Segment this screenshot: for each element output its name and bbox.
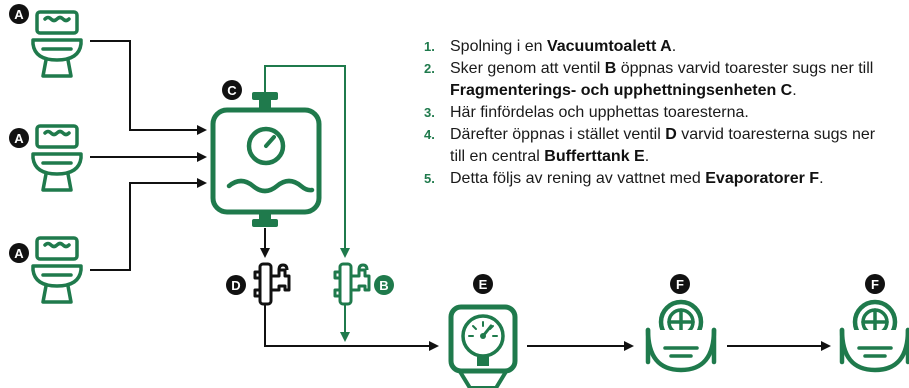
step-text: . [792, 82, 797, 99]
label-a-1: A [9, 4, 29, 24]
step-number: 2. [424, 61, 435, 76]
step-text: öppnas varvid toarester sugs ner till [616, 60, 874, 77]
step-4: 4. Därefter öppnas i stället ventil D var… [418, 124, 909, 168]
evaporator-icon [839, 299, 909, 373]
buffer-tank-gauge-icon [448, 304, 518, 388]
step-2: 2. Sker genom att ventil B öppnas varvid … [418, 58, 909, 102]
step-bold: Fragmenterings- och upphettningsenheten … [450, 82, 793, 99]
label-a-text: A [14, 7, 24, 22]
label-c: C [222, 80, 242, 100]
valve-icon [333, 262, 371, 306]
flow-lines [90, 40, 831, 351]
process-steps-list: 1. Spolning i en Vacuumtoalett A. 2. Sker … [418, 36, 909, 190]
label-a-3: A [9, 243, 29, 263]
label-a-text: A [14, 131, 24, 146]
label-f-text: F [676, 277, 684, 292]
step-bold: B [604, 60, 617, 77]
vacuum-toilet-icon [31, 10, 83, 78]
evaporator-1 [645, 299, 717, 373]
step-1: 1. Spolning i en Vacuumtoalett A. [418, 36, 909, 58]
vacuum-toilet-icon [31, 124, 83, 192]
flow-line-toilet3-to-c [90, 178, 207, 271]
label-f-2: F [865, 274, 885, 294]
step-text: . [644, 148, 650, 165]
valve-icon [253, 262, 291, 306]
step-number: 3. [424, 105, 435, 120]
step-text: Här finfördelas och upphettas toarestern… [450, 104, 749, 121]
step-number: 4. [424, 127, 435, 142]
step-continuation: Fragmenterings- och upphettningsenheten … [418, 80, 909, 102]
label-e-text: E [479, 277, 488, 292]
step-bold: Vacuumtoalett A [546, 38, 672, 55]
step-number: 1. [424, 39, 435, 54]
evaporator-2 [839, 299, 909, 373]
fragmentation-unit [210, 92, 322, 227]
label-c-text: C [227, 83, 237, 98]
flow-line-toilet1-to-c [90, 40, 207, 135]
vacuum-toilet-3 [31, 236, 83, 304]
vacuum-toilet-icon [31, 236, 83, 304]
step-bold: Bufferttank E [544, 148, 645, 165]
label-e: E [473, 274, 493, 294]
step-text: Spolning i en [450, 38, 547, 55]
buffer-tank [448, 304, 518, 388]
valve-d [253, 262, 291, 306]
step-text: Sker genom att ventil [450, 60, 605, 77]
step-text: till en central [450, 148, 545, 165]
step-text: Detta följs av rening av vattnet med [450, 170, 706, 187]
label-d: D [226, 275, 246, 295]
step-bold: D [665, 126, 677, 143]
label-a-2: A [9, 128, 29, 148]
label-f-text: F [871, 277, 879, 292]
vacuum-toilet-2 [31, 124, 83, 192]
step-text: . [819, 170, 824, 187]
step-text: varvid toaresterna sugs ner [676, 126, 876, 143]
step-text: Därefter öppnas i stället ventil [450, 126, 666, 143]
valve-b [333, 262, 371, 306]
step-bold: Evaporatorer F [705, 170, 820, 187]
step-5: 5. Detta följs av rening av vattnet med E… [418, 168, 909, 190]
vacuum-toilet-1 [31, 10, 83, 78]
fragmentation-unit-icon [210, 92, 322, 227]
label-f-1: F [670, 274, 690, 294]
step-3: 3. Här finfördelas och upphettas toareste… [418, 102, 909, 124]
label-a-text: A [14, 246, 24, 261]
step-continuation: till en central Bufferttank E. [418, 146, 909, 168]
label-d-text: D [231, 278, 240, 293]
label-b: B [374, 275, 394, 295]
step-text: . [671, 38, 677, 55]
step-number: 5. [424, 171, 435, 186]
flow-line-c-to-valve-b [264, 65, 350, 258]
label-b-text: B [379, 278, 388, 293]
evaporator-icon [645, 299, 717, 373]
flow-line-valve-d-to-e [264, 305, 439, 351]
